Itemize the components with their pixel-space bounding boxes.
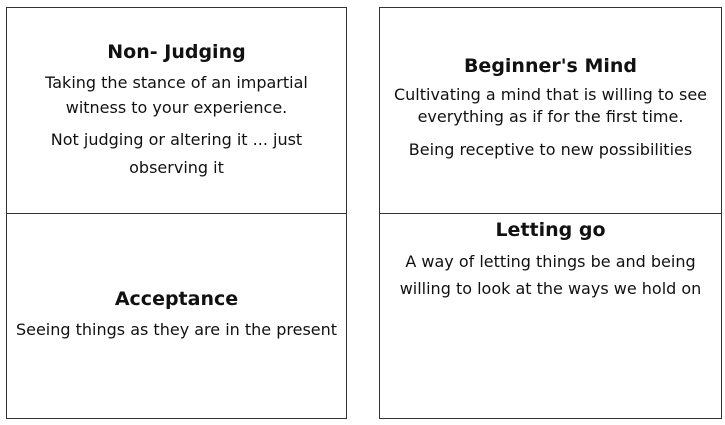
card-beginners-mind: Beginner's Mind Cultivating a mind that … bbox=[379, 7, 722, 214]
card-title: Beginner's Mind bbox=[463, 55, 638, 77]
card-non-judging: Non- Judging Taking the stance of an imp… bbox=[6, 7, 347, 214]
card-description: Being receptive to new possibilities bbox=[408, 140, 693, 159]
card-description: Taking the stance of an impartial witnes… bbox=[45, 73, 308, 117]
card-title: Letting go bbox=[495, 219, 606, 241]
card-title: Acceptance bbox=[114, 288, 239, 310]
card-description: Seeing things as they are in the present bbox=[15, 320, 338, 339]
card-letting-go: Letting go A way of letting things be an… bbox=[379, 213, 722, 419]
card-acceptance: Acceptance Seeing things as they are in … bbox=[6, 213, 347, 419]
card-description: Not judging or altering it ... just obse… bbox=[50, 130, 303, 177]
card-description: Cultivating a mind that is willing to se… bbox=[393, 85, 708, 126]
card-description: A way of letting things be and being wil… bbox=[399, 252, 702, 298]
card-title: Non- Judging bbox=[107, 41, 246, 63]
